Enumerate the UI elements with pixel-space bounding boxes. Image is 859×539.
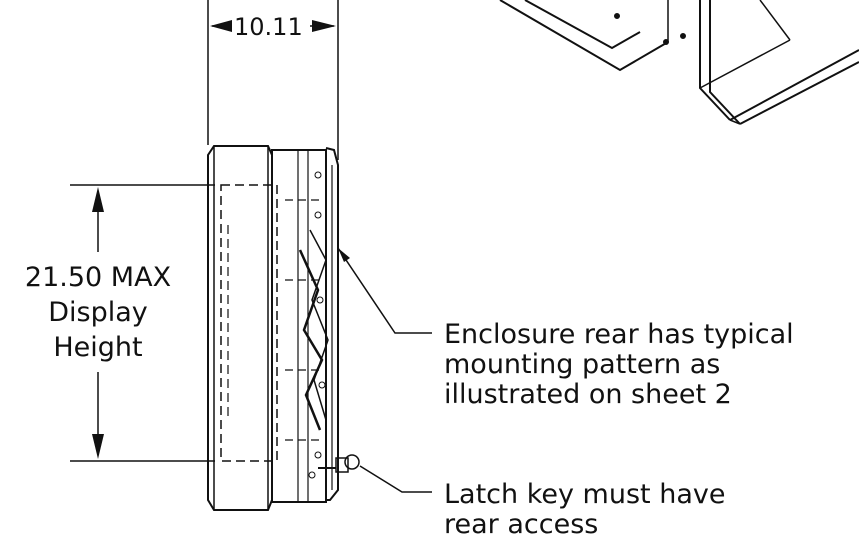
enclosure-callout-line-2: mounting pattern as <box>444 349 720 380</box>
height-label-line-1: 21.50 MAX <box>25 262 171 293</box>
arrowhead-down-icon <box>92 434 104 459</box>
leader-arrow-icon <box>338 248 350 262</box>
height-dimension <box>70 184 215 462</box>
latch-callout-leader <box>359 465 432 493</box>
latch-key-icon <box>344 454 360 470</box>
enclosure-callout-line-3: illustrated on sheet 2 <box>444 379 732 410</box>
leader-lines <box>337 247 432 493</box>
isometric-enclosure-view <box>499 0 859 125</box>
latch-callout-line-2: rear access <box>444 509 598 539</box>
height-label-line-2: Display <box>48 297 148 328</box>
enclosure-callout-leader <box>337 247 432 334</box>
arrowhead-right-icon <box>312 20 336 32</box>
width-dimension <box>207 0 339 160</box>
width-dimension-value: 10.11 <box>234 13 303 41</box>
latch-key-body <box>335 457 349 473</box>
enclosure-callout-line-1: Enclosure rear has typical <box>444 319 794 350</box>
arrowhead-up-icon <box>92 187 104 212</box>
latch-callout-line-1: Latch key must have <box>444 479 725 510</box>
enclosure-side-view <box>207 145 360 511</box>
arrowhead-left-icon <box>210 20 232 32</box>
height-label-line-3: Height <box>53 332 142 363</box>
